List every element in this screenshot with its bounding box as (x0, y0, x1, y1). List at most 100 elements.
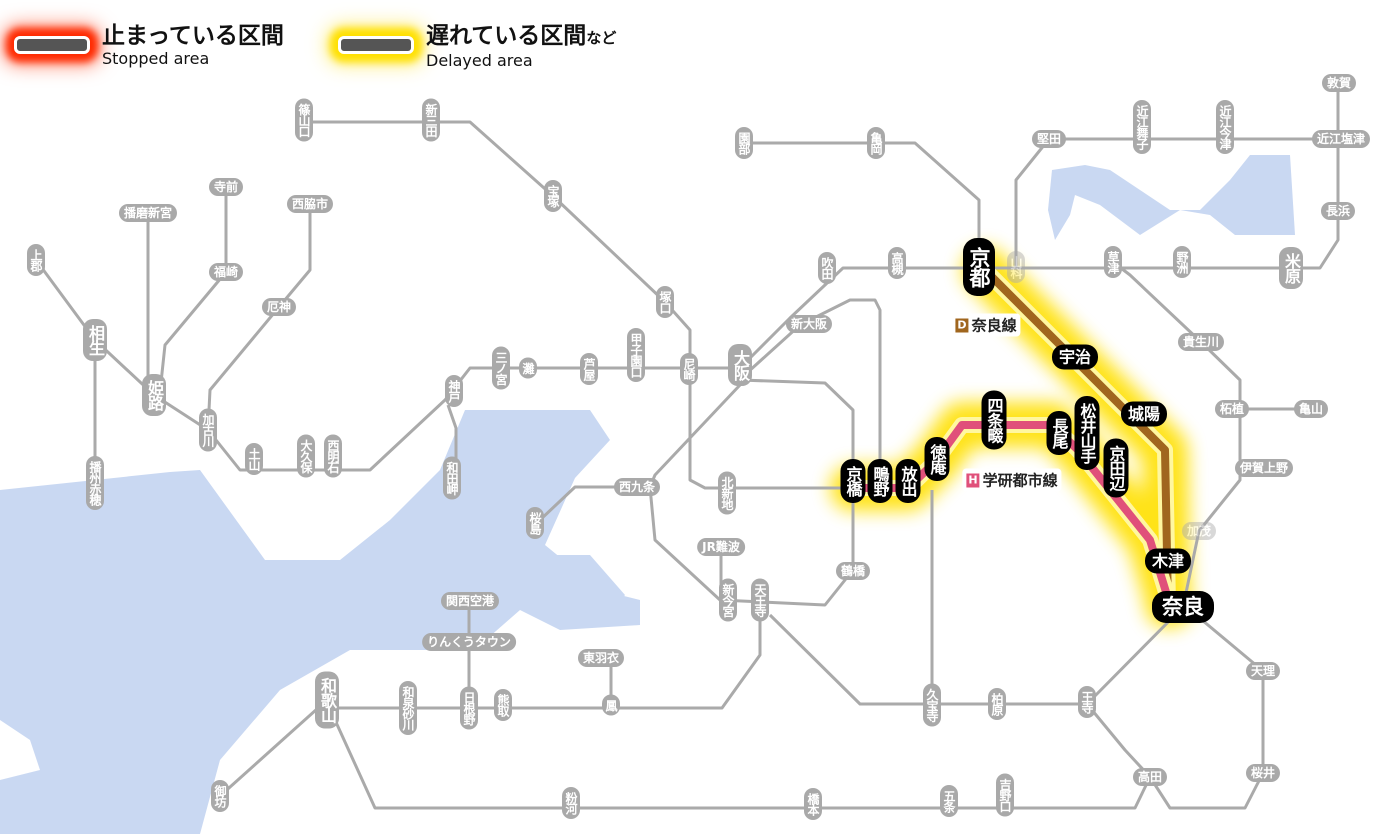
legend-stopped-en: Stopped area (102, 49, 210, 68)
station-label[interactable]: 鳳 (602, 694, 620, 716)
station-label[interactable]: 相生 (83, 319, 107, 361)
legend-delayed-suffix: など (586, 29, 617, 47)
station-label[interactable]: 奈良 (1152, 591, 1214, 623)
station-label[interactable]: 播磨新宮 (118, 204, 178, 222)
station-label[interactable]: 寺前 (208, 178, 244, 196)
station-label[interactable]: 亀岡 (867, 127, 885, 159)
station-label[interactable]: 橋本 (804, 788, 822, 820)
station-label[interactable]: 堅田 (1031, 130, 1067, 148)
station-label[interactable]: 久宝寺 (923, 683, 941, 727)
station-label[interactable]: 米原 (1279, 247, 1303, 289)
station-label[interactable]: 園部 (735, 127, 753, 159)
station-label[interactable]: 加古川 (199, 408, 217, 452)
station-label[interactable]: 桜島 (526, 507, 544, 539)
station-label[interactable]: 亀山 (1293, 400, 1329, 418)
station-label[interactable]: 敦賀 (1321, 74, 1357, 92)
station-label[interactable]: 新三田 (422, 98, 440, 142)
station-label[interactable]: 姫路 (142, 374, 166, 416)
station-label[interactable]: 新今宮 (719, 578, 737, 622)
station-label[interactable]: 吉野口 (996, 773, 1014, 817)
station-label[interactable]: 松井山手 (1074, 396, 1100, 470)
station-label[interactable]: 西明石 (324, 434, 342, 478)
line-label-nara[interactable]: D 奈良線 (951, 313, 1021, 337)
station-label[interactable]: 甲子園口 (627, 328, 645, 382)
station-label[interactable]: 宇治 (1051, 344, 1099, 370)
station-label[interactable]: 吹田 (818, 252, 836, 284)
station-label[interactable]: 関西空港 (440, 592, 500, 610)
station-label[interactable]: 伊賀上野 (1234, 459, 1294, 477)
track-segment (744, 141, 981, 250)
station-label[interactable]: 桜井 (1245, 764, 1281, 782)
legend-delayed-en: Delayed area (426, 51, 533, 70)
station-label[interactable]: 西九条 (613, 478, 661, 496)
station-label[interactable]: 野洲 (1173, 246, 1191, 278)
station-label[interactable]: 上郡 (27, 244, 45, 276)
station-label[interactable]: 鴫野 (867, 459, 893, 503)
station-label[interactable]: 土山 (245, 443, 263, 475)
track-segment (218, 698, 329, 798)
station-label[interactable]: 厄神 (261, 298, 297, 316)
station-label[interactable]: 東羽衣 (577, 649, 625, 667)
station-label[interactable]: 和泉砂川 (399, 681, 417, 735)
station-label[interactable]: 灘 (519, 357, 537, 379)
station-label[interactable]: 徳庵 (924, 437, 950, 481)
station-label[interactable]: 長尾 (1046, 411, 1072, 455)
legend-stopped-swatch (14, 36, 90, 54)
station-label[interactable]: 加茂 (1181, 522, 1217, 540)
station-label[interactable]: 宝塚 (544, 180, 562, 212)
legend-delayed: 遅れている区間など Delayed area (338, 22, 616, 70)
station-label[interactable]: 五条 (940, 785, 958, 817)
station-label[interactable]: 天理 (1245, 662, 1281, 680)
station-label[interactable]: 山科 (1007, 251, 1025, 283)
line-badge-gakken: H (966, 473, 980, 487)
station-label[interactable]: 三ノ宮 (492, 346, 510, 390)
station-label[interactable]: 播州赤穂 (86, 456, 104, 510)
line-label-gakken[interactable]: H 学研都市線 (962, 468, 1062, 492)
station-label[interactable]: 木津 (1144, 548, 1192, 574)
station-label[interactable]: 福崎 (208, 263, 244, 281)
station-label[interactable]: 草津 (1104, 246, 1122, 278)
station-label[interactable]: 尼崎 (680, 353, 698, 385)
station-label[interactable]: 王寺 (1078, 686, 1096, 718)
station-label[interactable]: 芦屋 (580, 353, 598, 385)
station-label[interactable]: 大阪 (728, 344, 752, 386)
station-label[interactable]: 京都 (963, 238, 995, 296)
station-label[interactable]: 柘植 (1214, 400, 1250, 418)
station-label[interactable]: 大久保 (297, 434, 315, 478)
station-label[interactable]: 和田岬 (443, 456, 461, 500)
station-label[interactable]: 和歌山 (315, 671, 339, 729)
station-label[interactable]: 近江舞子 (1133, 100, 1151, 154)
station-label[interactable]: 新大阪 (785, 315, 833, 333)
legend-stopped-ja: 止まっている区間 (102, 23, 284, 49)
station-label[interactable]: 西脇市 (286, 195, 334, 213)
track-segment (327, 620, 762, 710)
station-label[interactable]: 塚口 (656, 286, 674, 318)
station-label[interactable]: 高槻 (888, 247, 906, 279)
station-label[interactable]: 京田辺 (1103, 438, 1129, 498)
station-label[interactable]: 高田 (1132, 768, 1168, 786)
station-label[interactable]: 天王寺 (751, 578, 769, 622)
station-label[interactable]: 四条畷 (981, 390, 1007, 450)
station-label[interactable]: 放出 (895, 459, 921, 503)
station-label[interactable]: 熊取 (494, 689, 512, 721)
station-label[interactable]: 近江塩津 (1311, 130, 1371, 148)
station-label[interactable]: 貴生川 (1177, 333, 1225, 351)
station-label[interactable]: りんくうタウン (422, 633, 516, 651)
track-segment (206, 204, 312, 431)
station-label[interactable]: 鶴橋 (835, 562, 871, 580)
station-label[interactable]: 御坊 (211, 780, 229, 812)
station-label[interactable]: 北新地 (718, 471, 736, 515)
station-label[interactable]: 城陽 (1120, 401, 1168, 427)
station-label[interactable]: 粉河 (562, 787, 580, 819)
line-name-nara: 奈良線 (971, 316, 1017, 335)
station-label[interactable]: 日根野 (460, 686, 478, 730)
station-label[interactable]: JR難波 (697, 538, 745, 556)
station-label[interactable]: 長浜 (1320, 202, 1356, 220)
station-label[interactable]: 神戸 (445, 375, 463, 407)
station-label[interactable]: 京橋 (840, 459, 866, 503)
station-label[interactable]: 柏原 (988, 688, 1006, 720)
track-segment (1112, 260, 1242, 608)
station-label[interactable]: 篠山口 (295, 98, 313, 142)
station-label[interactable]: 近江今津 (1216, 100, 1234, 154)
